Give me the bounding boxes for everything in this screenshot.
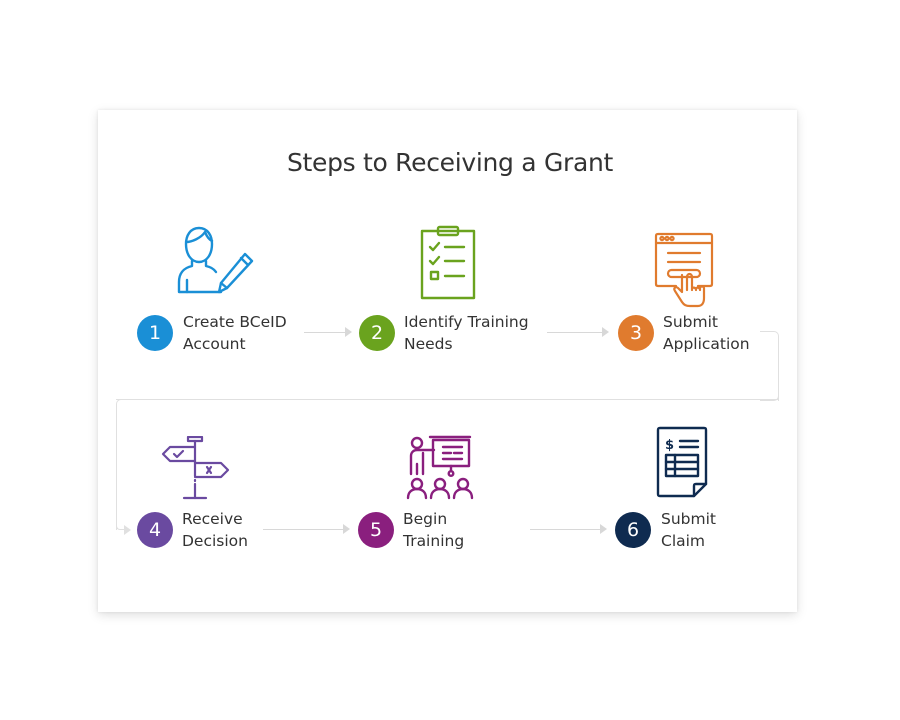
signpost-decision-icon [161, 436, 230, 500]
connector-2-3 [547, 332, 603, 333]
presentation-training-icon [406, 435, 474, 500]
connector-3-4-right [760, 331, 779, 401]
step-4-label: Receive Decision [182, 510, 248, 550]
connector-3-4-left [116, 399, 127, 530]
checklist-clipboard-icon [420, 225, 476, 300]
user-edit-icon [177, 226, 254, 294]
step-1-label: Create BCeID Account [183, 313, 287, 353]
step-1-badge: 1 [137, 315, 173, 351]
step-3-badge: 3 [618, 315, 654, 351]
step-6-badge: 6 [615, 512, 651, 548]
arrow-right-icon [345, 327, 352, 337]
grant-steps-card [98, 110, 797, 612]
page-title: Steps to Receiving a Grant [286, 148, 614, 177]
arrow-right-icon [124, 525, 131, 535]
step-2-label: Identify Training Needs [404, 313, 529, 353]
connector-3-4-left-end [116, 515, 125, 530]
web-form-click-icon [654, 232, 714, 308]
step-3-label: Submit Application [663, 313, 750, 353]
arrow-right-icon [600, 524, 607, 534]
connector-4-5 [263, 529, 344, 530]
step-6-label: Submit Claim [661, 510, 716, 550]
step-5-badge: 5 [358, 512, 394, 548]
arrow-right-icon [602, 327, 609, 337]
arrow-right-icon [343, 524, 350, 534]
step-4-badge: 4 [137, 512, 173, 548]
step-2-badge: 2 [359, 315, 395, 351]
step-5-label: Begin Training [403, 510, 465, 550]
connector-5-6 [530, 529, 601, 530]
invoice-claim-icon: $ [656, 426, 708, 498]
svg-text:$: $ [665, 438, 674, 453]
connector-3-4-bottom [116, 399, 778, 400]
connector-1-2 [304, 332, 346, 333]
connector-3-4-right-corner [760, 385, 779, 401]
